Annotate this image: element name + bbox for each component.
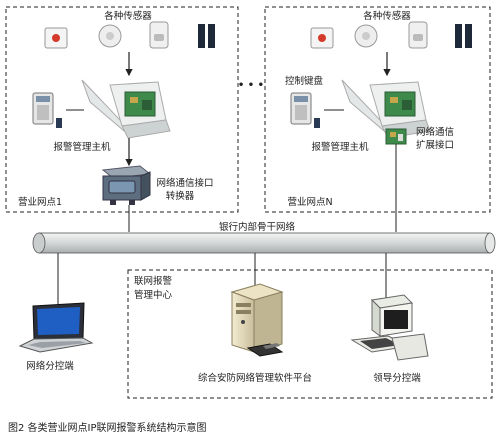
server-keyboard-icon (246, 343, 284, 357)
converter-label-line1: 网络通信接口 (156, 177, 213, 189)
backbone-pipe (32, 232, 496, 254)
beam-sensor-left-icon (198, 24, 205, 48)
converter-label-line2: 转换器 (166, 190, 195, 202)
pir-lens (413, 34, 423, 41)
sites-ellipsis: • • • (238, 80, 264, 91)
siteN-label: 营业网点N (287, 196, 332, 208)
network-converter-icon (101, 165, 152, 205)
circuit-board-icon (124, 91, 156, 117)
siteN-host-label: 报警管理主机 (311, 141, 369, 153)
network-extension-module-icon (385, 128, 407, 145)
figure-caption: 图2 各类营业网点IP联网报警系统结构示意图 (8, 421, 207, 434)
smoke-detector-center (106, 32, 114, 40)
keypad-icon-N (290, 92, 320, 128)
alarm-host-panel-1 (81, 79, 171, 139)
site1-box (5, 6, 239, 213)
ext-label-line2: 扩展接口 (416, 139, 454, 151)
center-box (127, 269, 493, 399)
pir-lens (154, 34, 164, 41)
smoke-detector-center (362, 32, 370, 40)
sensor-group-1 (44, 21, 215, 49)
server-label: 综合安防网络管理软件平台 (198, 372, 312, 384)
siteN-sensors-label: 各种传感器 (363, 10, 411, 22)
siteN-box (264, 6, 491, 213)
site1-sensors-label: 各种传感器 (104, 10, 152, 22)
workstation-icon (350, 294, 429, 361)
emergency-button-dot (52, 34, 60, 42)
backbone-label: 银行内部骨干网络 (219, 221, 296, 233)
remote-label: 网络分控端 (26, 360, 74, 372)
laptop-icon (18, 302, 94, 353)
beam-sensor-right-icon (465, 24, 472, 48)
keyboard-label: 控制键盘 (285, 75, 324, 87)
site1-label: 营业网点1 (18, 196, 62, 208)
keypad-icon-1 (32, 92, 62, 128)
beam-sensor-right-icon (208, 24, 215, 48)
beam-sensor-left-icon (455, 24, 462, 48)
center-title-line2: 管理中心 (134, 289, 173, 301)
leader-label: 领导分控端 (373, 372, 421, 384)
emergency-button-dot (318, 34, 326, 42)
site1-host-label: 报警管理主机 (53, 141, 111, 153)
sensor-group-N (310, 21, 472, 49)
server-icon (230, 283, 284, 353)
center-title-line1: 联网报警 (134, 275, 173, 287)
ext-label-line1: 网络通信 (416, 126, 454, 138)
